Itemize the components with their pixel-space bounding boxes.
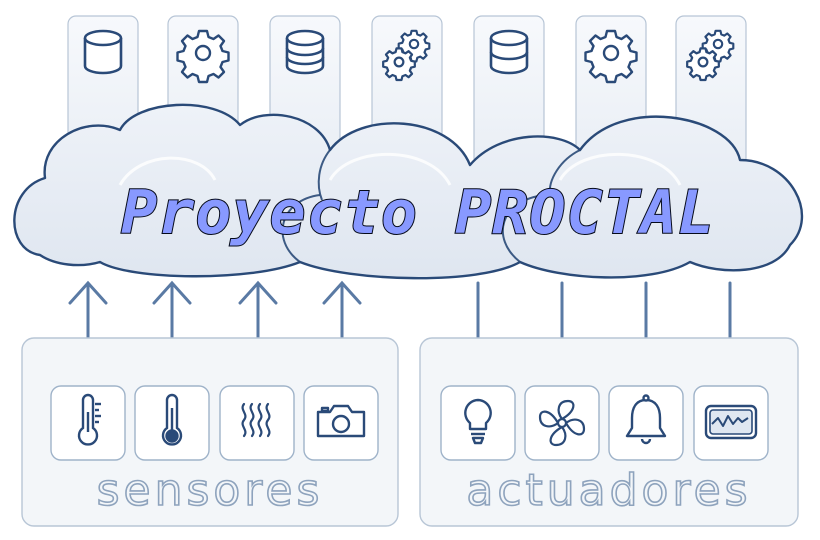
database-stack-icon bbox=[285, 29, 325, 75]
sensor-card[interactable] bbox=[303, 385, 379, 461]
gear-icon bbox=[176, 29, 230, 84]
actuator-card[interactable] bbox=[440, 385, 516, 461]
service-tile[interactable] bbox=[473, 15, 545, 167]
light-bulb-icon bbox=[464, 398, 492, 445]
diagram-title: Proyecto PROCTAL bbox=[121, 178, 715, 248]
database-icon bbox=[83, 29, 123, 75]
heat-waves-icon bbox=[241, 402, 271, 438]
bell-icon bbox=[625, 394, 667, 445]
sensor-card[interactable] bbox=[219, 385, 295, 461]
sensor-card[interactable] bbox=[50, 385, 126, 461]
sensor-card[interactable] bbox=[134, 385, 210, 461]
sensors-label: sensores bbox=[97, 465, 324, 516]
sensors-panel: sensores bbox=[21, 337, 399, 527]
gear-icon bbox=[584, 29, 638, 84]
fan-icon bbox=[538, 399, 586, 447]
cloud-icon bbox=[13, 103, 804, 280]
actuator-card[interactable] bbox=[524, 385, 600, 461]
gears-icon bbox=[382, 29, 431, 82]
database-icon bbox=[489, 29, 529, 75]
camera-icon bbox=[316, 404, 366, 438]
thermometer-icon bbox=[161, 393, 183, 446]
gears-icon bbox=[686, 29, 735, 82]
actuators-label: actuadores bbox=[466, 465, 751, 516]
actuators-panel: actuadores bbox=[419, 337, 799, 527]
actuator-card[interactable] bbox=[693, 385, 769, 461]
display-icon bbox=[704, 404, 758, 440]
actuator-card[interactable] bbox=[608, 385, 684, 461]
thermometer-scale-icon bbox=[77, 393, 101, 446]
